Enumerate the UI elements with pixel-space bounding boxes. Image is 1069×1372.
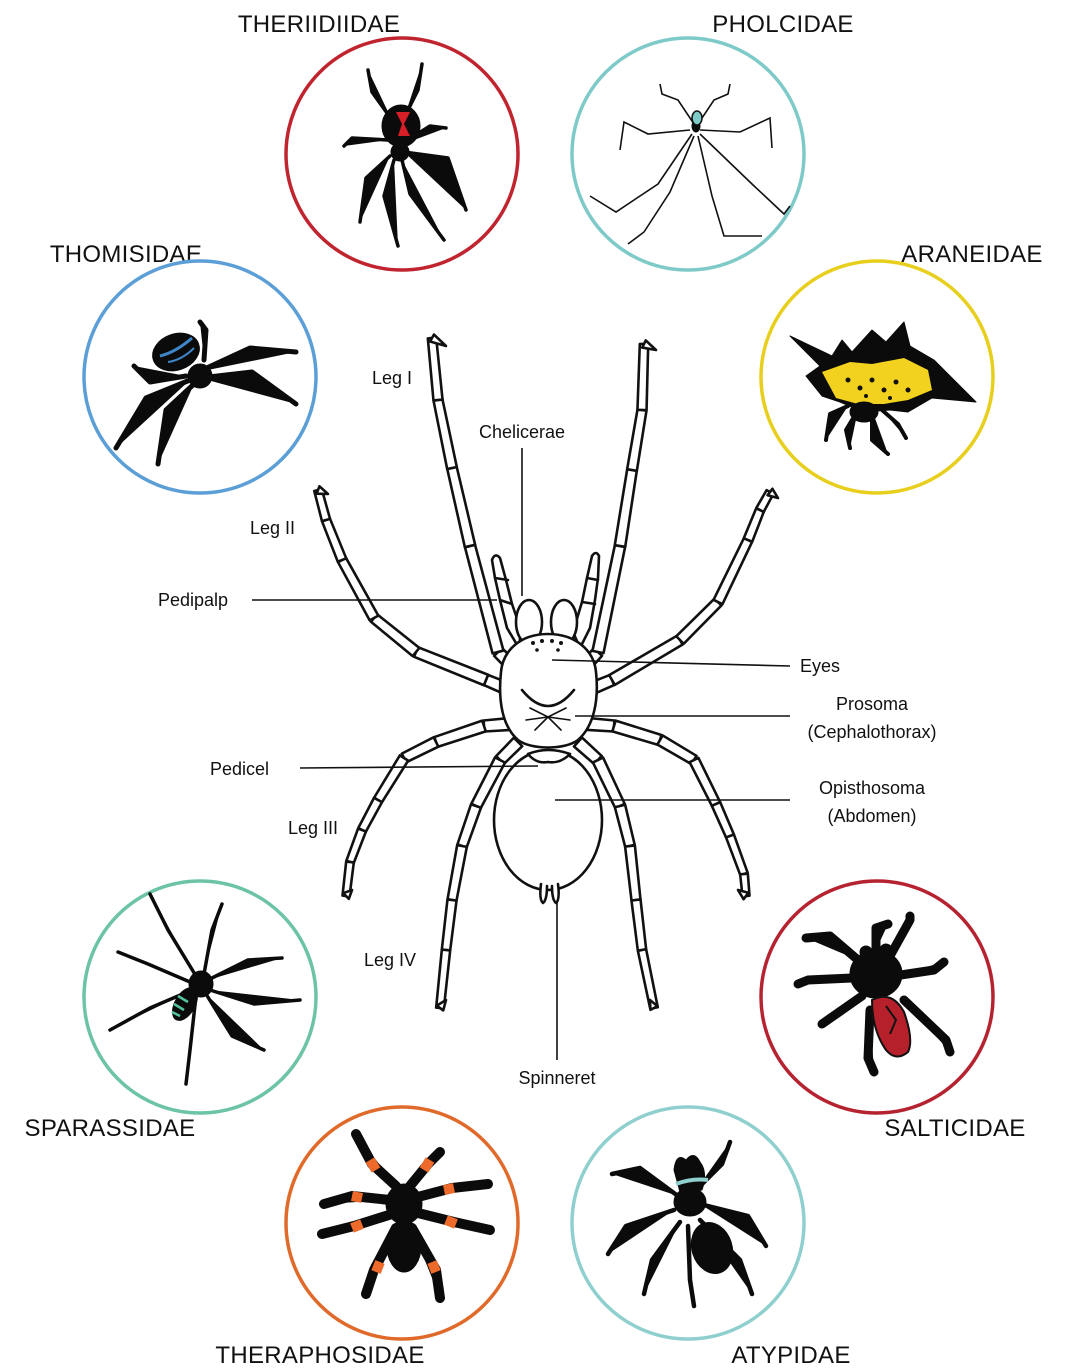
family-label-araneidae: ARANEIDAE	[901, 241, 1042, 268]
leg-3-right-tarsus	[738, 890, 748, 899]
label-chelicerae: Chelicerae	[479, 422, 565, 442]
leg-4-right-segment	[631, 899, 646, 950]
label-leg-2: Leg II	[250, 518, 295, 538]
label-pedicel: Pedicel	[210, 759, 269, 779]
family-sparassidae: SPARASSIDAE	[25, 881, 316, 1142]
leg-1-right-segment	[637, 344, 648, 410]
label-prosoma: Prosoma	[836, 694, 909, 714]
leg-4-left-segment	[436, 950, 450, 1009]
leg-4-right-segment	[625, 845, 640, 900]
leg-3-right-segment	[690, 758, 720, 806]
family-theridiidae: THERIIDIIDAE	[238, 11, 518, 270]
pholcid-abdomen	[692, 111, 702, 125]
leg-3-right-segment	[712, 802, 734, 838]
leg-1-left-segment	[428, 338, 443, 401]
leg-3-right-segment	[612, 721, 661, 745]
label-opisthosoma-alt: (Abdomen)	[827, 806, 916, 826]
leg-3-left-tarsus	[343, 890, 352, 899]
family-label-sparassidae: SPARASSIDAE	[25, 1115, 196, 1142]
leg-4-right-segment	[615, 805, 635, 847]
family-label-salticidae: SALTICIDAE	[884, 1115, 1025, 1142]
leg-2-left-segment	[371, 614, 419, 656]
leg-2-left-segment	[322, 518, 346, 561]
family-pholcidae: PHOLCIDAE	[572, 11, 854, 270]
leg-1-left-segment	[447, 467, 475, 547]
label-eyes: Eyes	[800, 656, 840, 676]
leg-3-right-segment	[726, 835, 748, 876]
pedicel-waist	[528, 750, 570, 762]
family-araneidae: ARANEIDAE	[761, 241, 1043, 493]
ring-atypidae	[572, 1107, 804, 1339]
leg-3-left-segment	[434, 721, 485, 747]
family-thomisidae: THOMISIDAE	[50, 241, 316, 493]
opisthosoma-abdomen	[494, 750, 602, 890]
leg-2-right-segment	[676, 599, 721, 644]
leg-2-left-segment	[414, 647, 488, 685]
family-atypidae: ATYPIDAE	[572, 1107, 851, 1369]
leg-3-right	[588, 718, 750, 899]
leg-4-right-segment	[638, 949, 658, 1009]
label-opisthosoma: Opisthosoma	[819, 778, 926, 798]
leg-3-left-segment	[346, 829, 366, 864]
leg-3-left-segment	[374, 755, 408, 802]
leg-1-right-tarsus	[642, 340, 656, 350]
family-label-atypidae: ATYPIDAE	[731, 1342, 850, 1369]
leg-2-left-tarsus	[317, 486, 328, 494]
label-prosoma-alt: (Cephalothorax)	[807, 722, 936, 742]
family-label-pholcidae: PHOLCIDAE	[712, 11, 853, 38]
leg-3-left-segment	[358, 798, 382, 832]
leg-2-right-segment	[609, 636, 682, 685]
leg-4-left-segment	[442, 899, 457, 950]
family-label-theraphosidae: THERAPHOSIDAE	[215, 1342, 424, 1369]
family-theraphosidae: THERAPHOSIDAE	[215, 1107, 518, 1369]
leg-3-right-segment	[657, 735, 696, 764]
leg-1-left-segment	[434, 399, 457, 469]
leg-4-left-segment	[457, 804, 481, 847]
leg-2-right-segment	[744, 508, 764, 541]
leg-2-left-segment	[338, 558, 378, 621]
spinneret-right	[552, 884, 559, 903]
spinneret-left	[540, 884, 547, 903]
leg-2-right-segment	[714, 538, 753, 604]
leg-4-left-segment	[448, 845, 467, 901]
ring-pholcidae	[572, 38, 804, 270]
family-label-theridiidae: THERIIDIIDAE	[238, 11, 400, 38]
label-leg-4: Leg IV	[364, 950, 416, 970]
label-leg-1: Leg I	[372, 368, 412, 388]
family-salticidae: SALTICIDAE	[761, 881, 1026, 1142]
label-leg-3: Leg III	[288, 818, 338, 838]
leg-1-right-segment	[615, 469, 637, 547]
leg-1-right-segment	[627, 409, 646, 471]
label-pedipalp: Pedipalp	[158, 590, 228, 610]
leg-3-left	[342, 718, 510, 899]
label-spinneret: Spinneret	[518, 1068, 595, 1088]
